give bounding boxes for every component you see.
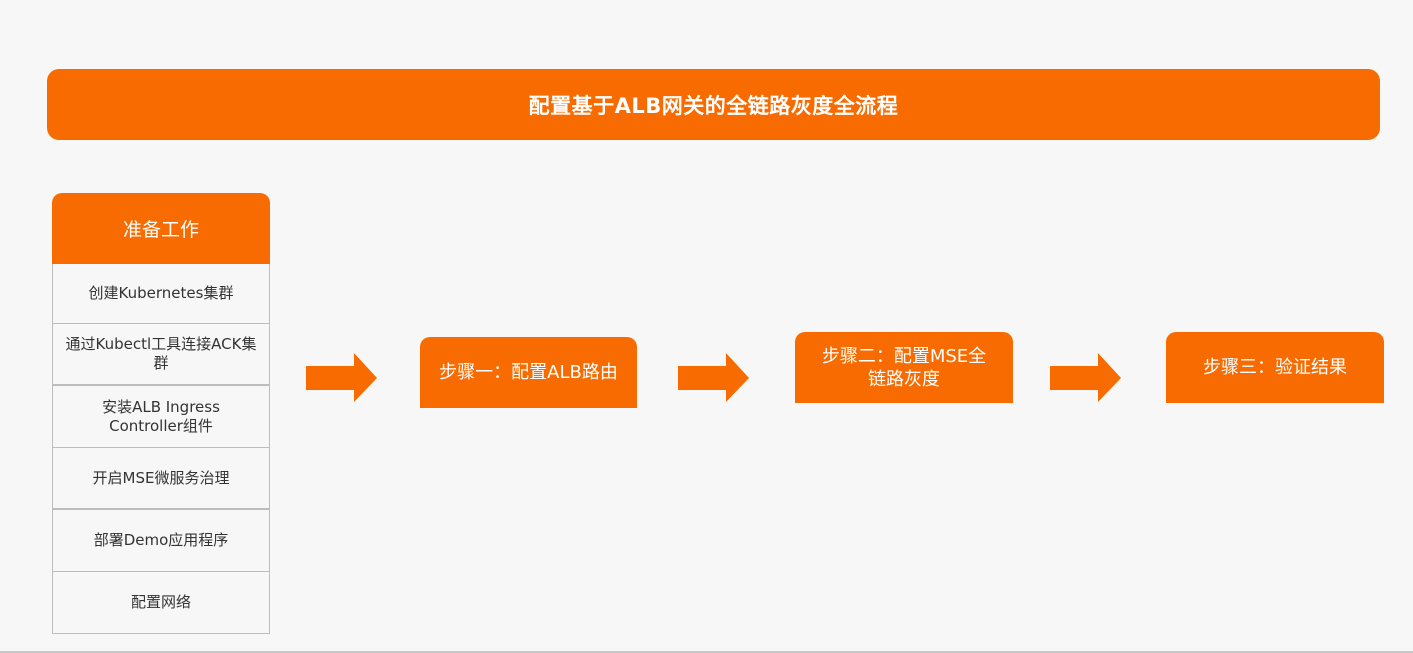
prep-item-deploy-demo: 部署Demo应用程序: [52, 510, 270, 572]
prep-item-label: 配置网络: [130, 593, 191, 611]
prep-item-label: 部署Demo应用程序: [93, 531, 229, 549]
prep-item-label: 安装ALB Ingress Controller组件: [102, 397, 220, 435]
prep-item-configure-network: 配置网络: [52, 572, 270, 634]
preparation-header-label: 准备工作: [122, 219, 199, 241]
arrow-right-icon: [678, 353, 749, 402]
bottom-divider: [0, 651, 1413, 653]
prep-item-label: 通过Kubectl工具连接ACK集群: [65, 335, 257, 372]
step-one-box: 步骤一：配置ALB路由: [420, 337, 637, 408]
prep-item-label: 创建Kubernetes集群: [88, 284, 234, 302]
preparation-header: 准备工作: [52, 193, 270, 264]
arrow-right-icon: [1050, 353, 1121, 402]
prep-item-create-cluster: 创建Kubernetes集群: [52, 264, 270, 324]
arrow-right-icon: [306, 353, 377, 402]
step-two-label: 步骤二：配置MSE全链路灰度: [821, 345, 987, 390]
step-three-label: 步骤三：验证结果: [1203, 357, 1347, 378]
page-title: 配置基于ALB网关的全链路灰度全流程: [528, 93, 899, 118]
prep-item-connect-kubectl: 通过Kubectl工具连接ACK集群: [52, 324, 270, 386]
step-three-box: 步骤三：验证结果: [1166, 332, 1384, 403]
step-one-label: 步骤一：配置ALB路由: [439, 362, 618, 383]
step-two-box: 步骤二：配置MSE全链路灰度: [795, 332, 1013, 403]
prep-item-label: 开启MSE微服务治理: [92, 468, 230, 487]
title-banner: 配置基于ALB网关的全链路灰度全流程: [47, 69, 1380, 140]
prep-item-install-alb-ingress: 安装ALB Ingress Controller组件: [52, 386, 270, 448]
prep-item-enable-mse: 开启MSE微服务治理: [52, 448, 270, 510]
preparation-panel: 准备工作 创建Kubernetes集群 通过Kubectl工具连接ACK集群 安…: [52, 193, 270, 634]
